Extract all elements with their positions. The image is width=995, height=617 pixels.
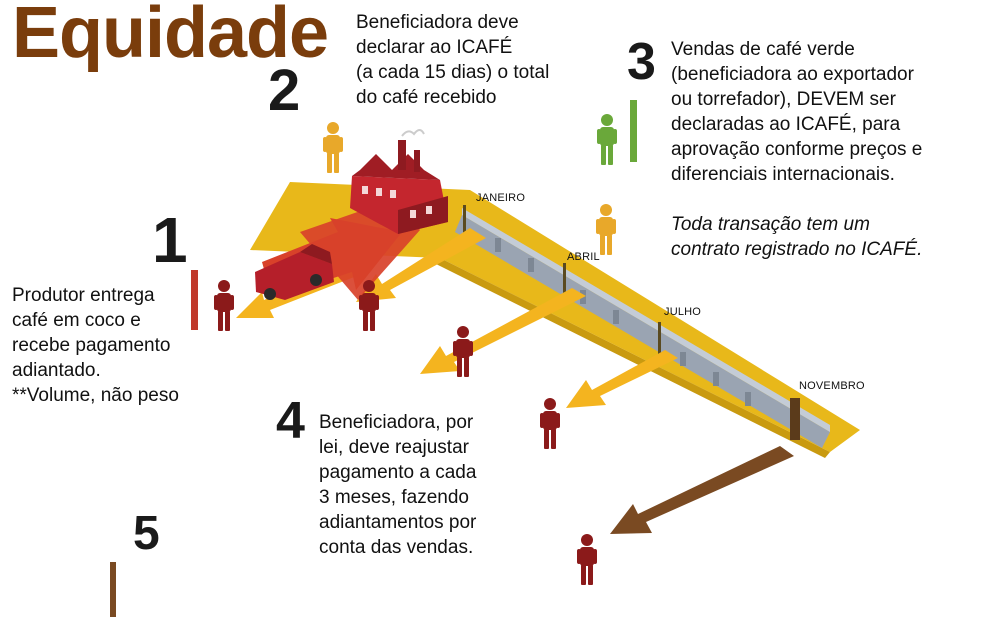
person-red-4 bbox=[540, 398, 560, 449]
month-label-julho: JULHO bbox=[664, 306, 702, 318]
step-4-number: 4 bbox=[276, 392, 305, 450]
page-title: Equidade bbox=[12, 0, 329, 73]
divider-abril bbox=[563, 263, 566, 303]
step-3-number: 3 bbox=[627, 33, 656, 91]
conveyor-platform-shade bbox=[436, 258, 830, 458]
person-green bbox=[597, 114, 617, 165]
month-label-novembro: NOVEMBRO bbox=[799, 380, 865, 392]
brown-bar bbox=[110, 562, 116, 617]
step-4-text: Beneficiadora, por lei, deve reajustar p… bbox=[319, 412, 477, 558]
step-5-number: 5 bbox=[133, 507, 160, 560]
divider-novembro bbox=[790, 398, 800, 440]
red-bar bbox=[191, 270, 198, 330]
person-red-1 bbox=[214, 280, 234, 331]
brown-arrow bbox=[610, 446, 794, 534]
person-yellow-top bbox=[323, 122, 343, 173]
divider-janeiro bbox=[463, 205, 466, 245]
step-2-text: Beneficiadora deve declarar ao ICAFÉ (a … bbox=[356, 12, 550, 108]
month-label-janeiro: JANEIRO bbox=[476, 192, 526, 204]
step-3-italic-text: Toda transação tem um contrato registrad… bbox=[671, 214, 923, 260]
divider-julho bbox=[658, 322, 661, 362]
factory bbox=[350, 129, 448, 234]
person-yellow-right bbox=[596, 204, 616, 255]
green-bar bbox=[630, 100, 637, 162]
month-label-abril: ABRIL bbox=[567, 251, 600, 263]
red-truck bbox=[255, 244, 334, 300]
step-2-number: 2 bbox=[268, 58, 301, 123]
person-red-5 bbox=[577, 534, 597, 585]
step-1-number: 1 bbox=[152, 204, 188, 276]
step-1-text: Produtor entrega café em coco e recebe p… bbox=[12, 285, 179, 406]
step-3-text: Vendas de café verde (beneficiadora ao e… bbox=[671, 39, 923, 185]
